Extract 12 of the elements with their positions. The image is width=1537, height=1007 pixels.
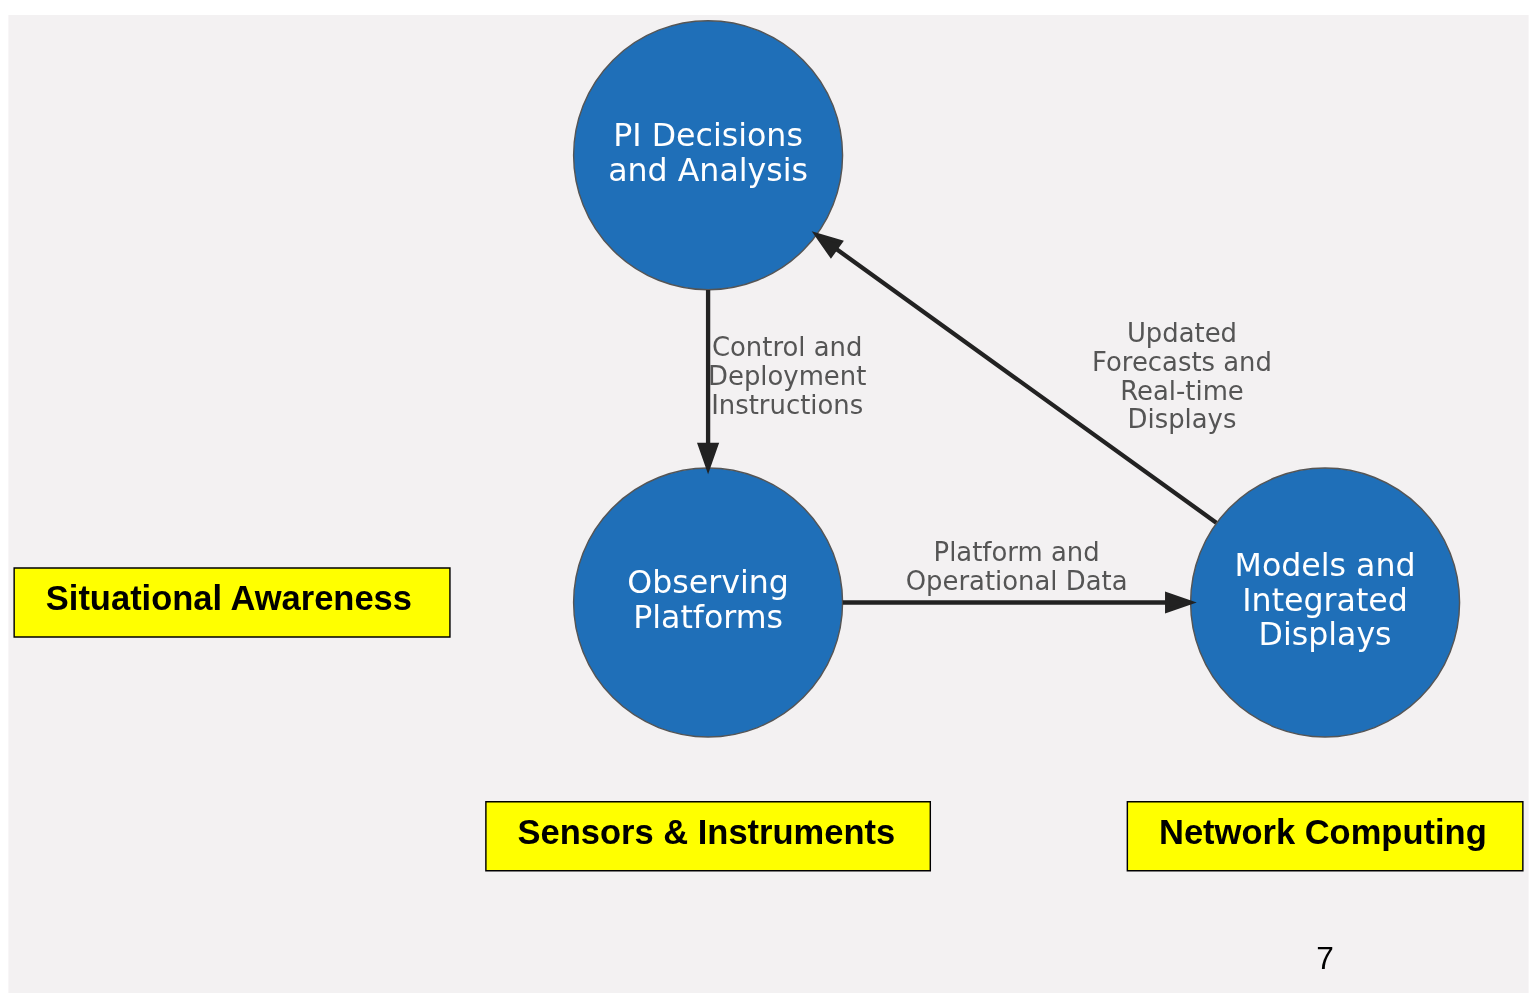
arrow (842, 590, 1197, 614)
arrow (697, 289, 720, 474)
node-box: Situational Awareness (13, 566, 451, 638)
node-circle: Observing Platforms (572, 466, 844, 738)
edge-label: Control and Deployment Instructions (708, 331, 867, 420)
label: 7 (1316, 939, 1334, 976)
node-box: Sensors & Instruments (485, 800, 931, 871)
node-box: Network Computing (1126, 800, 1524, 871)
edge-label: Platform and Operational Data (905, 536, 1128, 596)
edge-label: Updated Forecasts and Real-time Displays (1092, 317, 1272, 434)
arrow (811, 230, 1218, 524)
node-circle: Models and Integrated Displays (1189, 466, 1461, 738)
